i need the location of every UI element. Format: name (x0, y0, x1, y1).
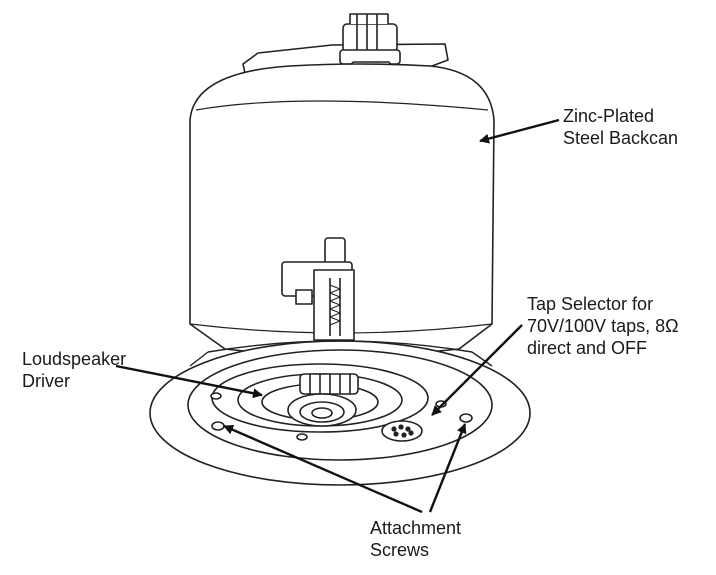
arrow-tap-selector (431, 324, 523, 416)
arrow-screw-left (223, 424, 423, 514)
label-screws-line-1: Attachment (370, 518, 462, 538)
speaker-illustration (149, 13, 531, 486)
flange-skirt (207, 340, 473, 353)
label-backcan-line-2: Steel Backcan (563, 128, 679, 148)
driver-center (287, 373, 359, 427)
label-attachment-screws: Attachment Screws (370, 517, 461, 561)
label-loudspeaker-driver: Loudspeaker Driver (22, 348, 126, 392)
label-driver-line-1: Loudspeaker (22, 349, 127, 369)
arrow-driver (115, 364, 263, 399)
arrow-screw-right (428, 423, 467, 513)
arrow-backcan (479, 118, 560, 144)
label-tap-line-3: direct and OFF (527, 338, 648, 358)
label-screws-line-2: Screws (370, 540, 430, 560)
label-backcan-line-1: Zinc-Plated (563, 106, 655, 126)
label-driver-line-2: Driver (22, 371, 70, 391)
label-tap-selector: Tap Selector for 70V/100V taps, 8Ω direc… (527, 293, 679, 359)
label-tap-line-1: Tap Selector for (527, 294, 654, 314)
internal-mount-assembly (281, 237, 355, 341)
label-backcan: Zinc-Plated Steel Backcan (563, 105, 678, 149)
backcan-top-edge (195, 100, 489, 111)
flange-skirt-side (189, 351, 493, 367)
leader-arrows (115, 118, 560, 514)
label-tap-line-2: 70V/100V taps, 8Ω (527, 316, 679, 336)
tap-selector-dial (381, 420, 423, 442)
